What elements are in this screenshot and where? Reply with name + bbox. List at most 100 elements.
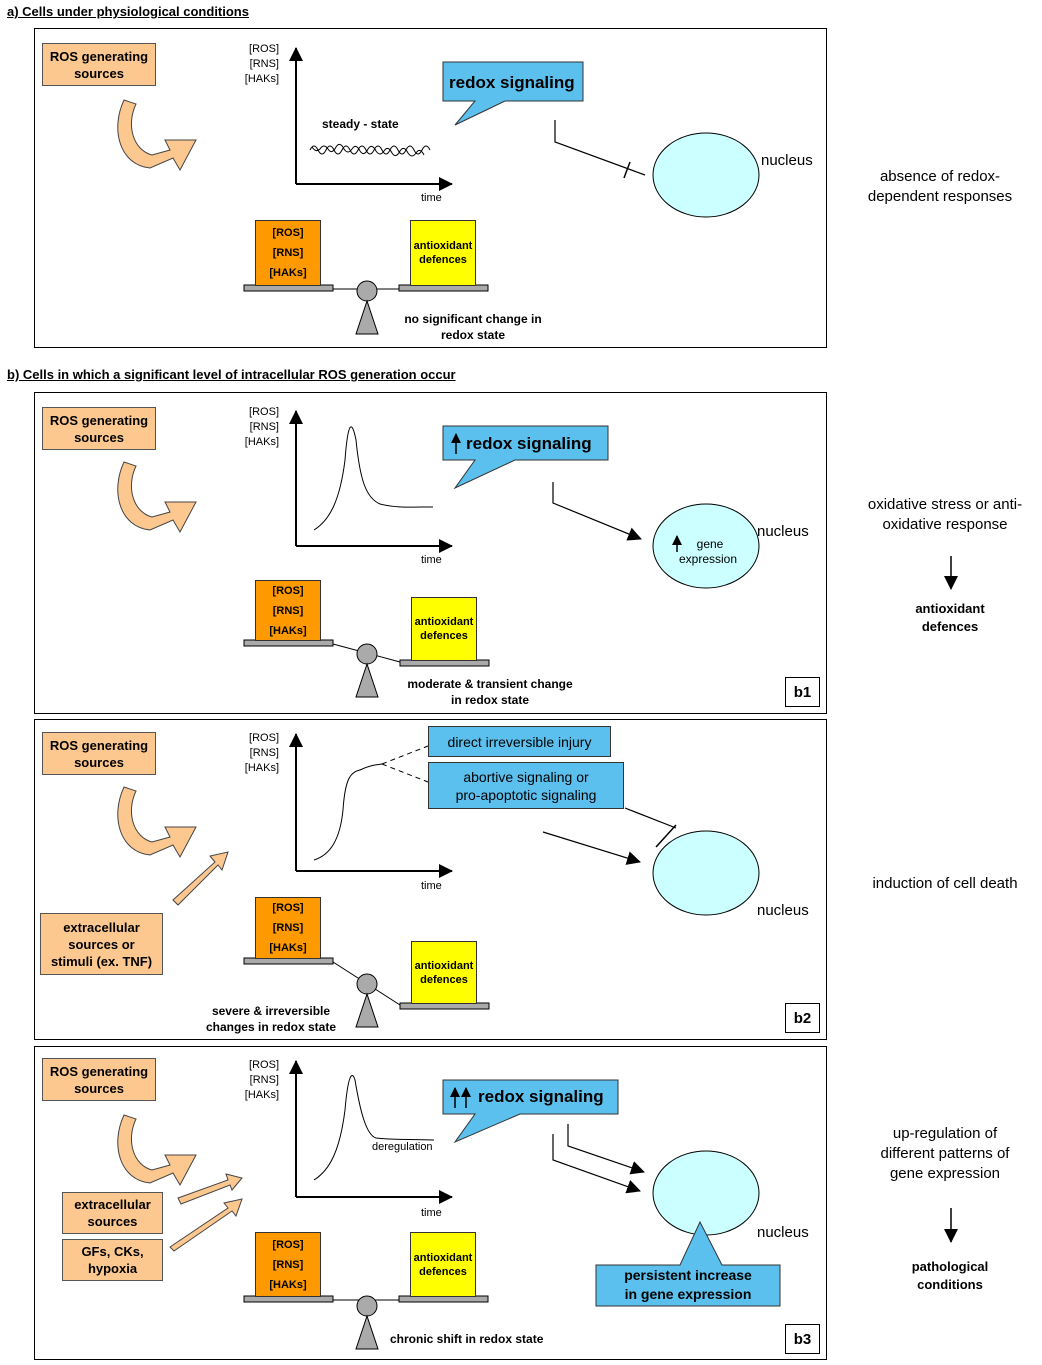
- extracellular-line3: stimuli (ex. TNF): [50, 953, 153, 969]
- panel-b1-result-line1: antioxidant: [915, 601, 985, 616]
- panel-b1-result-line2: defences: [921, 619, 979, 634]
- panel-a-balance: [243, 280, 489, 335]
- yaxis-rns: [RNS]: [249, 58, 279, 70]
- panel-b1-axes: [289, 410, 453, 553]
- panel-b1-gene-expression: gene expression: [668, 537, 748, 567]
- section-b-title: b) Cells in which a significant level of…: [7, 367, 456, 382]
- panel-b2-inhibit-bar: [655, 824, 677, 848]
- panel-b3-stimuli-arrow: [169, 1198, 243, 1252]
- antioxidant-line1: antioxidant: [414, 616, 474, 628]
- yaxis-ros: [ROS]: [249, 406, 279, 418]
- panel-b2-extracellular-arrow: [172, 851, 229, 906]
- panel-a-ros-box: [ROS] [RNS] [HAKs]: [255, 220, 321, 286]
- panel-b1-tag: b1: [785, 677, 820, 707]
- panel-a-bubble-shape: [442, 61, 584, 126]
- panel-b2-source-arrow: [117, 786, 197, 859]
- panel-b1-peak-curve: [313, 426, 434, 531]
- yaxis-rns: [RNS]: [249, 1074, 279, 1086]
- panel-b3-ros-sources: ROS generating sources: [42, 1058, 156, 1101]
- panel-a-nucleus-label: nucleus: [761, 152, 813, 169]
- panel-b2-extracellular-box: extracellular sources or stimuli (ex. TN…: [40, 913, 163, 975]
- panel-b2-tag: b2: [785, 1003, 820, 1033]
- panel-b3-extracellular-box: extracellular sources: [62, 1192, 163, 1234]
- panel-b1-caption-line1: moderate & transient change: [407, 677, 573, 691]
- panel-a-ros-sources: ROS generating sources: [42, 43, 156, 86]
- panel-a-outcome: absence of redox- dependent responses: [840, 167, 1040, 207]
- signaling-line2: pro-apoptotic signaling: [455, 786, 597, 803]
- panel-b3-extracellular-arrow: [177, 1173, 243, 1205]
- panel-b3-activate-line-2: [567, 1124, 645, 1175]
- yaxis-rns: [RNS]: [249, 421, 279, 433]
- panel-b2-nucleus: [652, 830, 760, 916]
- panel-b2-rise-curve: [313, 763, 383, 861]
- panel-b3-yaxis-label: [ROS] [RNS] [HAKs]: [219, 1058, 279, 1103]
- panel-b2-injury-box: direct irreversible injury: [428, 726, 611, 757]
- panel-a-caption-line2: redox state: [440, 328, 506, 342]
- extracellular-line2: sources or: [68, 936, 135, 952]
- panel-b1-caption-line2: in redox state: [450, 693, 530, 707]
- panel-b1-nucleus: [652, 503, 760, 589]
- panel-a-xaxis-label: time: [421, 192, 442, 204]
- panel-b1-result: antioxidant defences: [880, 600, 1020, 636]
- panel-b1-yaxis-label: [ROS] [RNS] [HAKs]: [219, 405, 279, 450]
- panel-b3-caption: chronic shift in redox state: [390, 1332, 544, 1346]
- panel-b2-yaxis-label: [ROS] [RNS] [HAKs]: [219, 731, 279, 776]
- yaxis-haks: [HAKs]: [244, 73, 279, 85]
- ros-box-ros: [ROS]: [272, 227, 304, 239]
- panel-b3-result: pathological conditions: [880, 1258, 1020, 1294]
- yaxis-haks: [HAKs]: [244, 1089, 279, 1101]
- panel-b1-ros-box: [ROS] [RNS] [HAKs]: [255, 580, 321, 641]
- ros-box-haks: [HAKs]: [269, 942, 307, 954]
- ros-box-haks: [HAKs]: [269, 624, 307, 637]
- panel-b2-caption-line2: changes in redox state: [205, 1020, 337, 1034]
- ros-box-ros: [ROS]: [272, 584, 304, 597]
- panel-b2-ros-sources: ROS generating sources: [42, 732, 156, 775]
- yaxis-ros: [ROS]: [249, 732, 279, 744]
- panel-a-caption-line1: no significant change in: [404, 312, 542, 326]
- panel-a-curve-label: steady - state: [322, 117, 399, 131]
- panel-b3-stimuli-box: GFs, CKs, hypoxia: [62, 1239, 163, 1281]
- panel-b2-xaxis-label: time: [421, 880, 442, 892]
- panel-a-caption: no significant change in redox state: [373, 311, 573, 343]
- panel-b3-axes: [289, 1060, 453, 1204]
- panel-b1-xaxis-label: time: [421, 554, 442, 566]
- panel-b2-axes: [289, 733, 453, 878]
- panel-b3-bubble-text: redox signaling: [478, 1087, 604, 1106]
- signaling-line1: abortive signaling or: [463, 768, 589, 785]
- panel-a-bubble-text: redox signaling: [449, 73, 575, 92]
- panel-b2-caption-line1: severe & irreversible: [211, 1004, 331, 1018]
- panel-b3-outcome: up-regulation of different patterns of g…: [850, 1124, 1040, 1184]
- panel-b3-persistent-text: persistent increase in gene expression: [598, 1266, 778, 1304]
- panel-b3-nucleus-label: nucleus: [757, 1224, 809, 1241]
- panel-b1-outcome-line2: oxidative response: [882, 516, 1008, 533]
- panel-b1-ros-sources: ROS generating sources: [42, 407, 156, 450]
- ros-box-rns: [RNS]: [272, 922, 304, 934]
- panel-b2-caption: severe & irreversible changes in redox s…: [186, 1003, 356, 1035]
- panel-b1-bubble-shape: [442, 425, 609, 490]
- antioxidant-line1: antioxidant: [413, 240, 473, 252]
- yaxis-haks: [HAKs]: [244, 762, 279, 774]
- panel-a-axes: [289, 47, 453, 191]
- panel-b1-bubble-text: redox signaling: [466, 434, 592, 453]
- panel-b3-activate-line-1: [552, 1134, 641, 1194]
- ros-box-rns: [RNS]: [272, 604, 304, 617]
- extracellular-line1: extracellular: [63, 919, 140, 935]
- ros-box-rns: [RNS]: [272, 247, 304, 259]
- antioxidant-line2: defences: [419, 254, 467, 266]
- panel-b2-balance: [243, 957, 490, 1028]
- panel-b1-balance: [243, 639, 490, 698]
- panel-b3-outcome-line1: up-regulation of: [892, 1125, 998, 1142]
- extracellular-line2: sources: [87, 1214, 138, 1229]
- antioxidant-line2: defences: [420, 630, 468, 642]
- panel-b1-antioxidant-box: antioxidant defences: [411, 597, 477, 661]
- stimuli-line2: hypoxia: [87, 1261, 138, 1276]
- panel-b1-activate-line: [552, 482, 642, 541]
- antioxidant-line1: antioxidant: [414, 959, 474, 972]
- section-a-title: a) Cells under physiological conditions: [7, 4, 249, 19]
- ros-box-ros: [ROS]: [272, 1238, 304, 1251]
- gene-line2: expression: [678, 552, 738, 566]
- panel-b3-peak-curve: [313, 1075, 435, 1181]
- ros-box-ros: [ROS]: [272, 902, 304, 914]
- panel-a-inhibit-line: [554, 120, 646, 176]
